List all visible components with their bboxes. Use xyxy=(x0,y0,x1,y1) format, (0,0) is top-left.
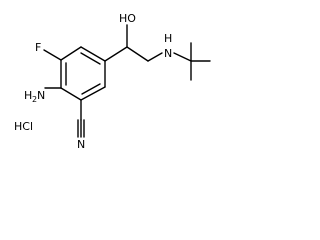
amino-h-label: H xyxy=(24,89,32,102)
bond-ring-to-ch xyxy=(104,46,128,62)
substituents xyxy=(43,49,85,138)
bond-ch2-to-n xyxy=(147,52,163,62)
benzene-ring xyxy=(60,46,106,101)
ring-bond-c4-c5 xyxy=(60,87,82,101)
fluorine-label: F xyxy=(35,41,41,54)
chemical-structure-diagram: HO H N F H 2 N N HCl xyxy=(14,12,211,151)
amine-h-label: H xyxy=(164,32,172,45)
hydroxyl-label: HO xyxy=(119,12,136,25)
ring-bond-c1-c2 xyxy=(80,46,106,62)
amino-subscript-label: 2 xyxy=(32,95,37,104)
amino-n-label: N xyxy=(37,89,45,102)
side-chain xyxy=(104,24,211,81)
amine-n-label: N xyxy=(164,47,172,60)
nitrile-n-label: N xyxy=(77,138,85,151)
salt-label: HCl xyxy=(14,120,33,133)
bond-ch-to-ch2 xyxy=(126,46,149,62)
ring-bond-c2-c3 xyxy=(60,46,82,61)
ring-double-bond-1 xyxy=(80,52,101,65)
bond-ring-to-fluorine xyxy=(43,49,62,61)
bond-n-to-quaternary-c xyxy=(173,52,192,62)
ring-bond-c5-c6 xyxy=(80,86,106,101)
ring-double-bond-3 xyxy=(81,83,101,95)
